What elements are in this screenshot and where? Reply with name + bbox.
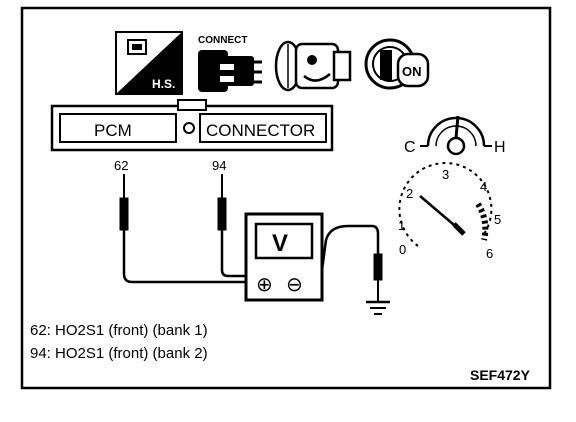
temp-cold-label: C <box>404 139 416 156</box>
tach-scale-1: 1 <box>398 218 405 233</box>
hot-soak-icon: H.S. <box>115 31 183 95</box>
voltmeter-positive-terminal: ⊕ <box>256 274 273 296</box>
voltmeter: V ⊕ ⊖ <box>244 212 324 302</box>
engine-running-icon <box>274 40 352 92</box>
tach-scale-4: 4 <box>480 179 487 194</box>
connect-label: CONNECT <box>198 35 247 46</box>
temperature-gauge: C H <box>404 115 506 156</box>
ignition-on-label: ON <box>402 64 422 79</box>
tach-scale-0: 0 <box>399 242 406 257</box>
tach-scale-5: 5 <box>494 212 501 227</box>
tachometer-gauge: 0 1 2 3 4 5 6 <box>398 162 501 261</box>
figure-code: SEF472Y <box>470 367 531 383</box>
terminal-62-label: 62 <box>114 158 128 173</box>
probe-wires <box>119 174 383 302</box>
hot-soak-label: H.S. <box>152 77 175 91</box>
ignition-key-on-icon: ON <box>364 38 430 90</box>
ground-icon <box>366 300 390 315</box>
legend-line-62: 62: HO2S1 (front) (bank 1) <box>30 322 208 339</box>
voltmeter-negative-terminal: ⊖ <box>286 274 303 296</box>
tach-scale-6: 6 <box>486 246 493 261</box>
pcm-label: PCM <box>94 121 132 140</box>
legend-line-94: 94: HO2S1 (front) (bank 2) <box>30 345 208 362</box>
tach-scale-2: 2 <box>406 186 413 201</box>
terminal-94-label: 94 <box>212 158 226 173</box>
temp-hot-label: H <box>494 139 506 156</box>
connector-label: CONNECTOR <box>206 121 315 140</box>
voltmeter-display: V <box>272 230 288 257</box>
connect-icon: CONNECT <box>198 35 262 92</box>
tach-scale-3: 3 <box>442 167 449 182</box>
pcm-connector: PCM CONNECTOR <box>50 99 334 152</box>
